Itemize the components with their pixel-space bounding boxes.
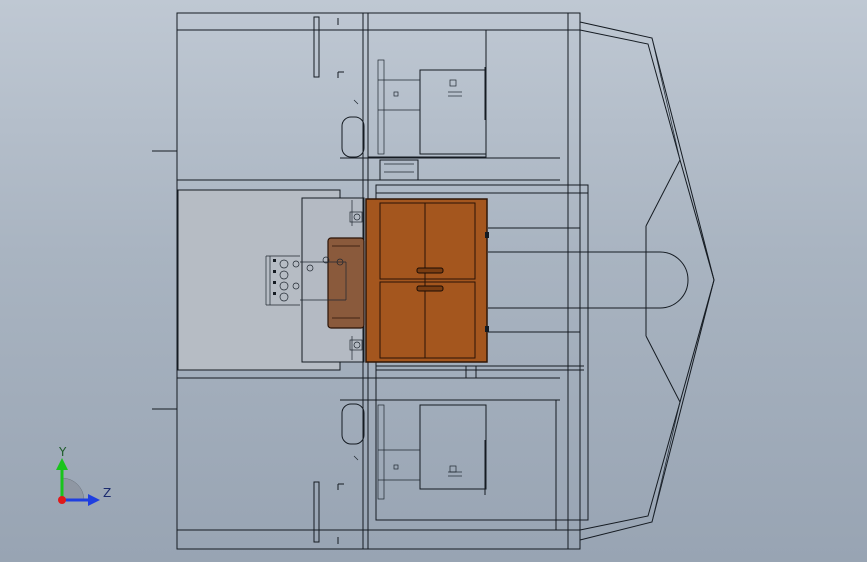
hatch-handle-top bbox=[416, 267, 444, 274]
orientation-triad[interactable]: Y Z bbox=[56, 445, 111, 506]
center-hatch-panel bbox=[365, 198, 488, 363]
z-axis-label: Z bbox=[103, 486, 111, 500]
coil-assembly bbox=[265, 255, 347, 306]
upper-compartment bbox=[340, 29, 560, 181]
mechanism-details bbox=[349, 200, 489, 360]
right-wing bbox=[579, 21, 715, 541]
hatch-handle-bottom bbox=[416, 285, 444, 292]
lower-compartment bbox=[340, 365, 560, 531]
x-axis-dot bbox=[58, 496, 66, 504]
z-axis-arrow bbox=[88, 494, 100, 506]
triad-plane bbox=[61, 477, 85, 501]
y-axis-arrow bbox=[56, 458, 68, 470]
left-slots bbox=[313, 16, 344, 544]
y-axis-label: Y bbox=[58, 445, 67, 459]
